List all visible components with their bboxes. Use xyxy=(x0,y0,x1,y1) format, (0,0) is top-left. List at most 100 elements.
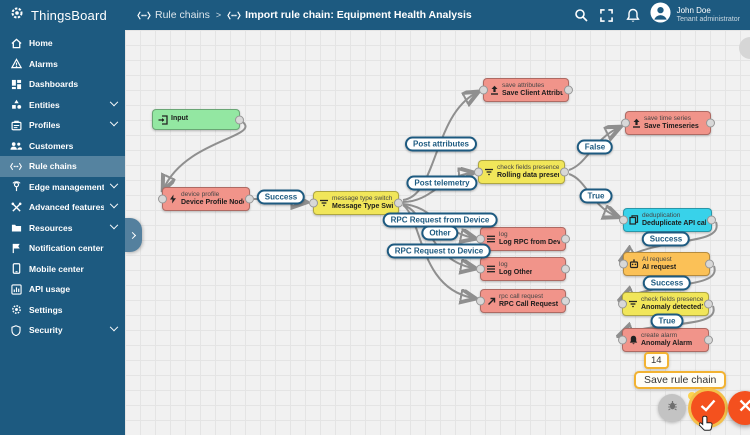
node-port[interactable] xyxy=(476,234,485,244)
tutorial-hotspot-dot xyxy=(688,392,696,400)
edge-label-post-attributes[interactable]: Post attributes xyxy=(404,136,478,152)
node-port[interactable] xyxy=(619,259,628,269)
sidebar-item-home[interactable]: Home xyxy=(0,33,125,54)
save-rule-chain-button[interactable] xyxy=(691,391,725,425)
edge-label-success[interactable]: Success xyxy=(256,189,306,205)
avatar xyxy=(650,2,671,28)
minimap-handle[interactable] xyxy=(739,37,750,59)
node-port[interactable] xyxy=(476,264,485,274)
edge-label-true[interactable]: True xyxy=(579,188,613,204)
node-port[interactable] xyxy=(564,85,573,95)
rule-chain-icon xyxy=(227,10,241,20)
edge-label-success[interactable]: Success xyxy=(641,231,691,247)
menu-icon xyxy=(486,265,496,273)
user-menu[interactable]: John Doe Tenant administrator xyxy=(650,2,740,28)
node-port[interactable] xyxy=(706,118,715,128)
sidebar-item-dashboards[interactable]: Dashboards xyxy=(0,74,125,95)
sidebar-item-notification-center[interactable]: Notification center xyxy=(0,238,125,259)
search-icon[interactable] xyxy=(568,2,594,28)
sidebar-item-profiles[interactable]: Profiles xyxy=(0,115,125,136)
entities-icon xyxy=(10,99,22,111)
notifications-bell-icon[interactable] xyxy=(620,2,646,28)
edge-label-true[interactable]: True xyxy=(650,313,684,329)
sidebar-item-alarms[interactable]: Alarms xyxy=(0,54,125,75)
node-port[interactable] xyxy=(561,234,570,244)
user-role: Tenant administrator xyxy=(676,15,740,23)
upload-icon xyxy=(489,85,499,95)
sidebar-item-customers[interactable]: Customers xyxy=(0,136,125,157)
sidebar-item-security[interactable]: Security xyxy=(0,320,125,341)
cancel-import-button[interactable] xyxy=(728,391,750,425)
node-port[interactable] xyxy=(705,259,714,269)
edge-label-rpc-request-to-device[interactable]: RPC Request to Device xyxy=(386,243,492,259)
node-port[interactable] xyxy=(235,115,244,124)
node-port[interactable] xyxy=(618,299,627,309)
edge-label-success[interactable]: Success xyxy=(642,275,692,291)
node-port[interactable] xyxy=(561,296,570,306)
alarm-bell-icon xyxy=(628,335,638,345)
chevron-down-icon xyxy=(109,220,119,230)
dashboards-icon xyxy=(10,78,22,90)
sidebar-item-edge-management[interactable]: Edge management xyxy=(0,177,125,198)
sidebar-item-resources[interactable]: Resources xyxy=(0,218,125,239)
filter-icon xyxy=(319,199,329,207)
sidebar: Home Alarms Dashboards Entities Profiles… xyxy=(0,30,125,435)
node-port[interactable] xyxy=(560,167,569,177)
debug-mode-button[interactable] xyxy=(658,394,686,422)
sidebar-item-mobile-center[interactable]: Mobile center xyxy=(0,259,125,280)
edge-input-to-device-profile[interactable] xyxy=(164,119,247,188)
edge-label-other[interactable]: Other xyxy=(421,225,459,241)
home-icon xyxy=(10,37,22,49)
sidebar-item-api-usage[interactable]: API usage xyxy=(0,279,125,300)
sidebar-item-settings[interactable]: Settings xyxy=(0,300,125,321)
sidebar-item-rule-chains[interactable]: Rule chains xyxy=(0,156,125,177)
sidebar-expander[interactable] xyxy=(125,218,142,252)
node-port[interactable] xyxy=(476,296,485,306)
edge-switch-to-save-attributes[interactable] xyxy=(402,93,476,201)
menu-icon xyxy=(486,235,496,243)
node-port[interactable] xyxy=(474,167,483,177)
sidebar-item-advanced-features[interactable]: Advanced features xyxy=(0,197,125,218)
upload-icon xyxy=(631,118,641,128)
chevron-down-icon xyxy=(109,97,119,107)
close-icon xyxy=(739,399,750,417)
node-input[interactable]: Input xyxy=(152,109,244,130)
node-port[interactable] xyxy=(394,198,403,208)
edge-label-false[interactable]: False xyxy=(576,139,614,155)
node-port[interactable] xyxy=(561,264,570,274)
alarms-icon xyxy=(10,58,22,70)
flash-icon xyxy=(168,194,178,204)
app-logo[interactable]: ThingsBoard xyxy=(0,5,125,26)
node-port[interactable] xyxy=(704,299,713,309)
login-icon xyxy=(158,114,168,125)
edge-label-post-telemetry[interactable]: Post telemetry xyxy=(406,175,478,191)
node-port[interactable] xyxy=(309,198,318,208)
node-port[interactable] xyxy=(704,335,713,345)
node-port[interactable] xyxy=(618,335,627,345)
node-port[interactable] xyxy=(245,194,254,204)
node-port[interactable] xyxy=(707,215,716,225)
fullscreen-icon[interactable] xyxy=(594,2,620,28)
breadcrumb-rule-chains[interactable]: Rule chains xyxy=(137,9,210,21)
rule-chains-icon xyxy=(10,160,22,172)
top-header: ThingsBoard Rule chains > Import rule ch… xyxy=(0,0,750,30)
node-port[interactable] xyxy=(479,85,488,95)
mobile-center-icon xyxy=(10,263,22,275)
sidebar-item-entities[interactable]: Entities xyxy=(0,95,125,116)
node-port[interactable] xyxy=(619,215,628,225)
node-port[interactable] xyxy=(621,118,630,128)
node-port[interactable] xyxy=(158,194,167,204)
